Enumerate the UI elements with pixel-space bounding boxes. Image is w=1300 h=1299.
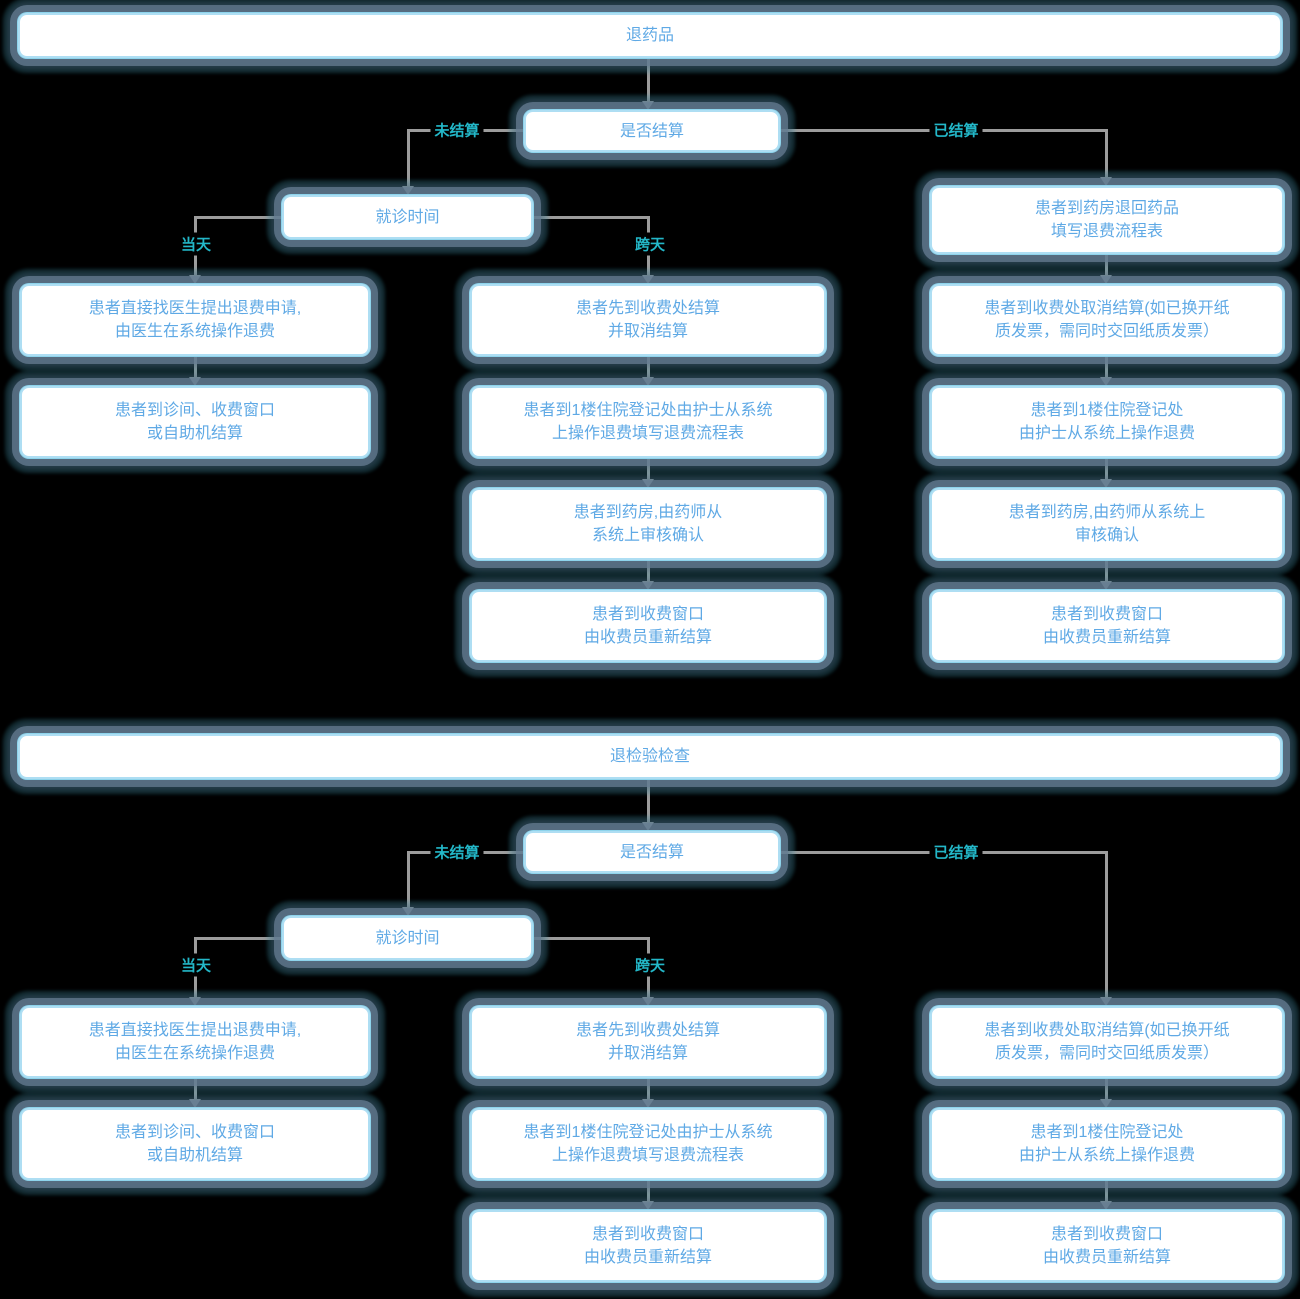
- connector-line: [533, 937, 649, 940]
- connector-line: [407, 851, 410, 908]
- connector-line: [1105, 1078, 1108, 1100]
- edge-label-unsettled: 未结算: [430, 118, 484, 142]
- flow-step: 患者到收费窗口 由收费员重新结算: [470, 1210, 826, 1282]
- flow-step: 患者先到收费处结算 并取消结算: [470, 1006, 826, 1078]
- connector-line: [647, 458, 650, 480]
- arrow-down-icon: [642, 997, 654, 1006]
- flow-step: 患者到收费处取消结算(如已换开纸 质发票，需同时交回纸质发票）: [930, 1006, 1284, 1078]
- arrow-down-icon: [189, 1099, 201, 1108]
- connector-line: [1105, 851, 1108, 998]
- arrow-down-icon: [1100, 997, 1112, 1006]
- flow-step: 患者到收费处取消结算(如已换开纸 质发票，需同时交回纸质发票）: [930, 284, 1284, 356]
- flow-step: 患者到药房退回药品 填写退费流程表: [930, 186, 1284, 254]
- arrow-down-icon: [1100, 1201, 1112, 1210]
- edge-label-same-day: 当天: [176, 953, 216, 977]
- flow-step: 患者到诊间、收费窗口 或自助机结算: [20, 386, 370, 458]
- flow-step: 患者到药房,由药师从 系统上审核确认: [470, 488, 826, 560]
- node-return-test-title: 退检验检查: [18, 734, 1282, 779]
- connector-line: [647, 560, 650, 582]
- edge-label-same-day: 当天: [176, 232, 216, 256]
- flow-step: 患者到1楼住院登记处 由护士从系统上操作退费: [930, 386, 1284, 458]
- connector-line: [407, 129, 410, 187]
- arrow-down-icon: [402, 907, 414, 916]
- flow-step: 患者直接找医生提出退费申请, 由医生在系统操作退费: [20, 1006, 370, 1078]
- connector-line: [1105, 560, 1108, 582]
- flow-step: 患者到收费窗口 由收费员重新结算: [930, 1210, 1284, 1282]
- flow-step: 患者到1楼住院登记处由护士从系统 上操作退费填写退费流程表: [470, 386, 826, 458]
- arrow-down-icon: [642, 377, 654, 386]
- flow-step: 患者到诊间、收费窗口 或自助机结算: [20, 1108, 370, 1180]
- node-visit-time: 就诊时间: [282, 195, 533, 239]
- flow-step: 患者先到收费处结算 并取消结算: [470, 284, 826, 356]
- arrow-down-icon: [1100, 177, 1112, 186]
- flow-step: 患者到1楼住院登记处由护士从系统 上操作退费填写退费流程表: [470, 1108, 826, 1180]
- edge-label-unsettled: 未结算: [430, 840, 484, 864]
- node-settled-decision: 是否结算: [524, 110, 780, 152]
- connector-line: [194, 356, 197, 378]
- flow-step: 患者到收费窗口 由收费员重新结算: [930, 590, 1284, 662]
- flow-step: 患者到1楼住院登记处 由护士从系统上操作退费: [930, 1108, 1284, 1180]
- connector-line: [1105, 356, 1108, 378]
- connector-line: [647, 779, 650, 823]
- flow-step: 患者直接找医生提出退费申请, 由医生在系统操作退费: [20, 284, 370, 356]
- connector-line: [1105, 1180, 1108, 1202]
- arrow-down-icon: [402, 186, 414, 195]
- connector-line: [195, 937, 282, 940]
- edge-label-cross-day: 跨天: [630, 953, 670, 977]
- arrow-down-icon: [642, 101, 654, 110]
- node-return-drug-title: 退药品: [18, 13, 1282, 58]
- arrow-down-icon: [1100, 377, 1112, 386]
- arrow-down-icon: [1100, 479, 1112, 488]
- connector-line: [647, 1180, 650, 1202]
- node-visit-time: 就诊时间: [282, 916, 533, 960]
- edge-label-settled: 已结算: [929, 118, 983, 142]
- connector-line: [533, 216, 649, 219]
- arrow-down-icon: [189, 377, 201, 386]
- arrow-down-icon: [189, 997, 201, 1006]
- connector-line: [1105, 458, 1108, 480]
- arrow-down-icon: [642, 1201, 654, 1210]
- node-settled-decision: 是否结算: [524, 831, 780, 873]
- connector-line: [194, 1078, 197, 1100]
- connector-line: [647, 58, 650, 102]
- arrow-down-icon: [642, 581, 654, 590]
- connector-line: [195, 216, 282, 219]
- connector-line: [647, 356, 650, 378]
- arrow-down-icon: [642, 822, 654, 831]
- arrow-down-icon: [189, 275, 201, 284]
- flow-step: 患者到收费窗口 由收费员重新结算: [470, 590, 826, 662]
- arrow-down-icon: [642, 275, 654, 284]
- arrow-down-icon: [642, 479, 654, 488]
- arrow-down-icon: [1100, 1099, 1112, 1108]
- arrow-down-icon: [642, 1099, 654, 1108]
- edge-label-settled: 已结算: [929, 840, 983, 864]
- flow-step: 患者到药房,由药师从系统上 审核确认: [930, 488, 1284, 560]
- arrow-down-icon: [1100, 581, 1112, 590]
- connector-line: [1105, 254, 1108, 276]
- edge-label-cross-day: 跨天: [630, 232, 670, 256]
- arrow-down-icon: [1100, 275, 1112, 284]
- connector-line: [647, 1078, 650, 1100]
- connector-line: [1105, 129, 1108, 178]
